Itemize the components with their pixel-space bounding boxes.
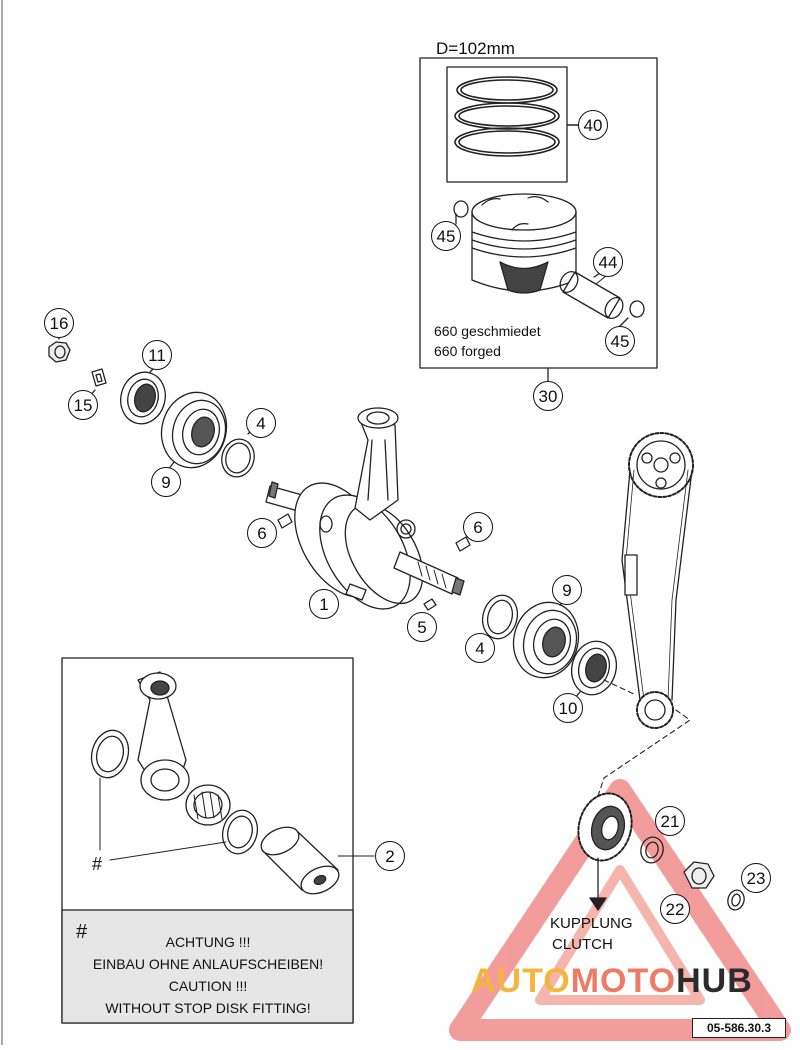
crank-pin (260, 826, 340, 895)
piston-rings-40 (454, 76, 579, 157)
watermark-part-auto: AUTO (471, 962, 571, 1000)
clutch-label-de: KUPPLUNG (550, 915, 633, 932)
watermark-part-hub: HUB (676, 962, 753, 1000)
watermark-triangle-logo (449, 779, 791, 1041)
piston-diameter-label: D=102mm (436, 39, 515, 58)
callout-9: 9 (151, 467, 181, 497)
watermark-part-moto: MOTO (570, 962, 677, 1000)
hash-marker: # (92, 854, 103, 874)
callout-6: 6 (463, 512, 493, 542)
callout-4: 4 (465, 633, 495, 663)
callout-45: 45 (431, 221, 461, 251)
callout-22: 22 (660, 894, 690, 924)
note-line-caution: CAUTION !!! (168, 978, 248, 994)
crankshaft-1 (265, 407, 465, 610)
callout-1: 1 (309, 589, 339, 619)
callout-leaders (547, 275, 607, 382)
piston-kit-frame (419, 57, 658, 369)
washer-21 (640, 836, 664, 864)
watermark-text: AUTOMOTOHUB (471, 962, 753, 1001)
callout-5: 5 (407, 612, 437, 642)
note-line-achtung: ACHTUNG !!! (165, 934, 251, 950)
callout-10: 10 (553, 693, 583, 723)
oil-seal-10 (570, 640, 618, 699)
needle-bearing (185, 784, 231, 826)
piston-pin-44 (559, 269, 624, 319)
thrust-washer-right (221, 809, 259, 855)
callout-15: 15 (68, 390, 98, 420)
clutch-sprocket (577, 792, 633, 862)
nut-16 (48, 337, 71, 363)
circlip-45-right (617, 300, 645, 329)
connecting-rod-2 (137, 671, 190, 801)
nut-22 (683, 861, 715, 889)
piston (453, 193, 577, 294)
callout-44: 44 (593, 247, 623, 277)
callout-40: 40 (578, 110, 608, 140)
forged-label-en: 660 forged (434, 343, 501, 359)
clutch-arrow (589, 857, 607, 911)
callout-16: 16 (44, 308, 74, 338)
document-number: 05-586.30.3 (692, 1018, 786, 1038)
callout-30: 30 (533, 381, 563, 411)
note-line-einbau: EINBAU OHNE ANLAUFSCHEIBEN! (92, 956, 324, 972)
callout-23: 23 (741, 863, 771, 893)
woodruff-keys (277, 513, 471, 611)
forged-label-de: 660 geschmiedet (434, 323, 541, 339)
thrust-washer-left (90, 729, 130, 779)
callout-4: 4 (246, 408, 276, 438)
warning-note: ACHTUNG !!! EINBAU OHNE ANLAUFSCHEIBEN! … (64, 931, 352, 1019)
oil-seal-11 (120, 367, 166, 425)
note-hash-marker: # (76, 921, 88, 943)
callout-45: 45 (605, 326, 635, 356)
piston-rings-frame (446, 66, 568, 183)
callout-6: 6 (247, 518, 277, 548)
washer-23 (727, 889, 745, 911)
callout-2: 2 (375, 841, 405, 871)
shim-4-right (481, 594, 519, 640)
callout-11: 11 (142, 340, 172, 370)
dashed-alignment-lines (589, 679, 691, 821)
clutch-label-en: CLUTCH (552, 936, 613, 953)
timing-chain (621, 432, 694, 729)
callout-9: 9 (552, 575, 582, 605)
warning-note-panel (61, 909, 354, 1024)
callout-21: 21 (655, 806, 685, 836)
note-line-without: WITHOUT STOP DISK FITTING! (105, 1000, 311, 1016)
hash-leader-lines (99, 777, 375, 861)
